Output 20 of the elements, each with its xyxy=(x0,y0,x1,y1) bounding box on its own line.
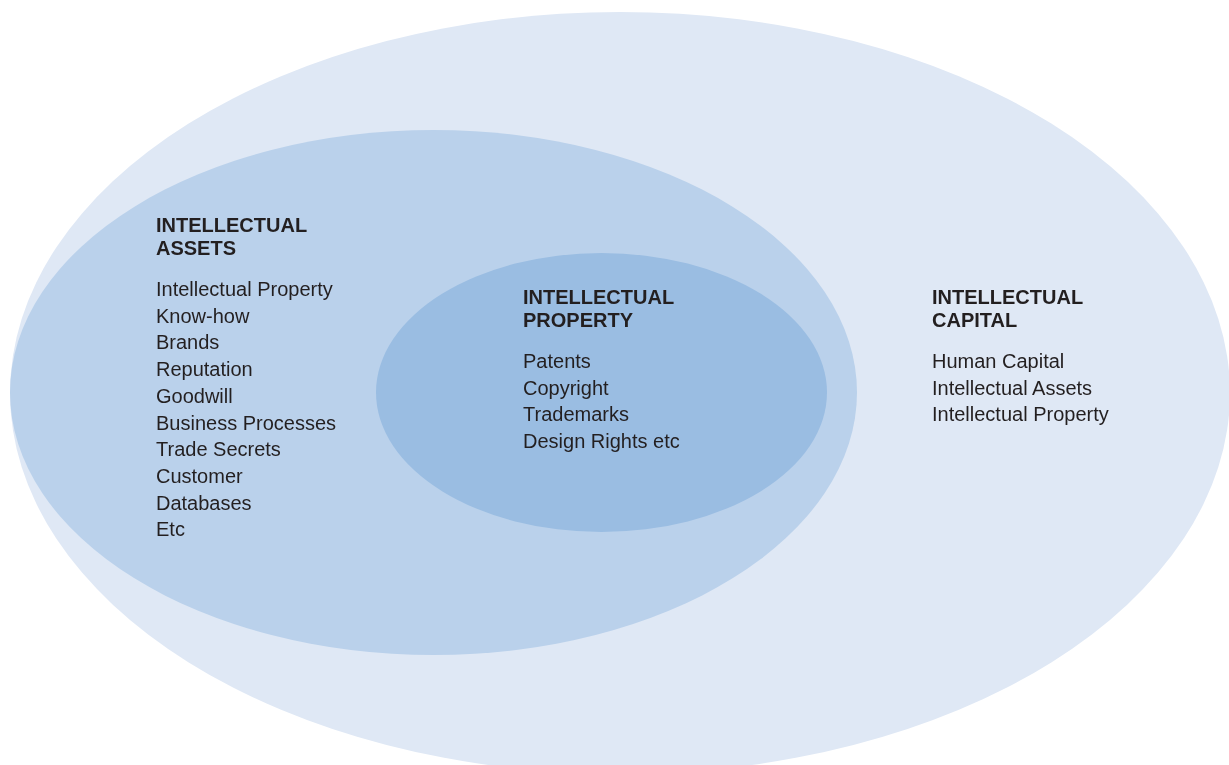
list-item: Databases xyxy=(156,490,253,516)
list-item: Reputation xyxy=(156,357,254,383)
list-item: Business Processes xyxy=(156,410,337,436)
heading: INTELLECTUAL CAPITAL xyxy=(932,286,1084,332)
list-item: Know-how xyxy=(156,303,251,329)
list-item: Goodwill xyxy=(156,383,234,409)
list-item: Brands xyxy=(156,330,221,356)
list-item: Intellectual Property xyxy=(932,402,1109,428)
heading: INTELLECTUAL PROPERTY xyxy=(523,286,675,332)
list-item: Trademarks xyxy=(523,402,630,428)
list-item: Human Capital xyxy=(932,349,1066,374)
list-item: Design Rights etc xyxy=(523,429,681,455)
list-item: Copyright xyxy=(523,375,610,401)
list-item: Intellectual Assets xyxy=(932,375,1094,401)
list-item: Customer xyxy=(156,463,244,489)
heading: INTELLECTUAL ASSETS xyxy=(156,214,308,260)
list-item: Intellectual Property xyxy=(156,277,334,302)
list-item: Etc xyxy=(156,517,186,543)
list-item: Trade Secrets xyxy=(156,437,282,463)
list-item: Patents xyxy=(523,349,592,374)
